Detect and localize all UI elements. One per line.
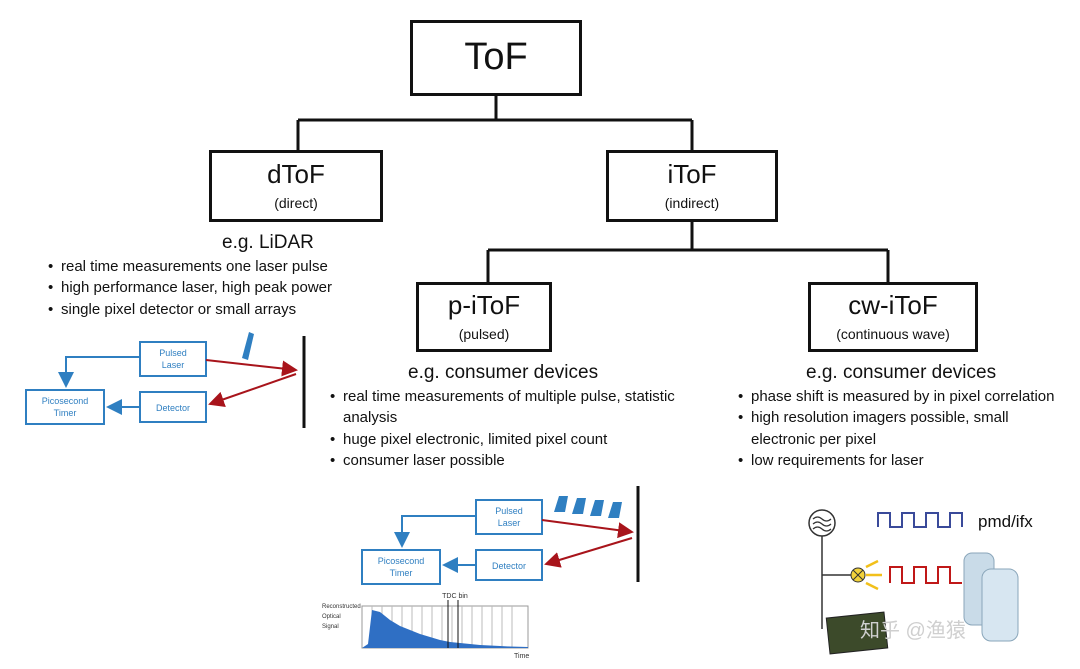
modulated-wave-icon [889, 566, 962, 584]
itof-title: iToF [667, 159, 717, 190]
itof-box: iToF (indirect) [606, 150, 778, 222]
detector-label: Detector [492, 561, 526, 571]
dtof-example: e.g. LiDAR [222, 232, 314, 253]
list-item: huge pixel electronic, limited pixel cou… [330, 429, 710, 451]
pulsed-laser-label: Pulsed [495, 506, 523, 516]
list-item: phase shift is measured by in pixel corr… [738, 386, 1074, 408]
watermark: 知乎 @渔猿 [860, 619, 966, 642]
histogram-label: Signal [322, 624, 339, 630]
cw-itof-points: phase shift is measured by in pixel corr… [738, 386, 1074, 471]
cw-itof-box: cw-iToF (continuous wave) [808, 282, 978, 352]
pmd-ifx-label: pmd/ifx [978, 512, 1033, 531]
itof-subtitle: (indirect) [664, 194, 720, 211]
p-itof-title: p-iToF [447, 290, 521, 321]
picosecond-timer-box [25, 389, 105, 425]
list-item: single pixel detector or small arrays [48, 299, 408, 321]
detector-box [139, 391, 207, 423]
pulsed-laser-label: Laser [498, 518, 521, 528]
tof-title: ToF [464, 36, 528, 79]
picosecond-timer-label: Timer [54, 408, 77, 418]
list-item: high resolution imagers possible, small … [738, 407, 1074, 450]
list-item: real time measurements one laser pulse [48, 256, 408, 278]
cw-itof-example: e.g. consumer devices [806, 362, 997, 383]
p-itof-setup-diagram: Pulsed Laser Detector Picosecond Timer R… [322, 486, 640, 660]
detector-label: Detector [156, 403, 190, 413]
p-itof-points: real time measurements of multiple pulse… [330, 386, 710, 471]
p-itof-box: p-iToF (pulsed) [416, 282, 552, 352]
dtof-subtitle: (direct) [274, 194, 318, 211]
picosecond-timer-label: Picosecond [378, 556, 425, 566]
pulse-train-icon [554, 496, 622, 518]
histogram-label: Reconstructed [322, 604, 361, 610]
reference-wave-icon [877, 512, 963, 528]
p-itof-subtitle: (pulsed) [458, 325, 510, 342]
pulsed-laser-label: Pulsed [159, 348, 187, 358]
dtof-title: dToF [267, 159, 325, 190]
cw-itof-title: cw-iToF [848, 290, 938, 321]
p-itof-example: e.g. consumer devices [408, 362, 599, 383]
list-item: consumer laser possible [330, 450, 710, 472]
tof-root-box: ToF [410, 20, 582, 96]
pulsed-laser-box [139, 341, 207, 377]
list-item: low requirements for laser [738, 450, 1074, 472]
histogram-label: Optical [322, 614, 341, 620]
reconstructed-signal-histogram: Reconstructed Optical Signal TDC bin Tim… [322, 593, 529, 660]
cw-itof-subtitle: (continuous wave) [836, 325, 950, 342]
time-axis-label: Time [514, 653, 529, 660]
list-item: real time measurements of multiple pulse… [330, 386, 710, 429]
list-item: high performance laser, high peak power [48, 277, 408, 299]
wave-generator-icon [808, 509, 836, 537]
target-objects-icon [963, 552, 1019, 642]
laser-pulse-icon [242, 332, 254, 360]
picosecond-timer-label: Picosecond [42, 396, 89, 406]
tdc-bin-label: TDC bin [442, 593, 468, 600]
picosecond-timer-label: Timer [390, 568, 413, 578]
pulsed-laser-label: Laser [162, 360, 185, 370]
cw-itof-illustration: pmd/ifx 知乎 @渔猿 [808, 509, 1033, 655]
dtof-box: dToF (direct) [209, 150, 383, 222]
picosecond-timer-box [361, 549, 441, 585]
dtof-points: real time measurements one laser pulse h… [48, 256, 408, 320]
dtof-setup-diagram: Pulsed Laser Detector Picosecond Timer [25, 332, 306, 428]
sensor-chip-icon [825, 611, 889, 655]
